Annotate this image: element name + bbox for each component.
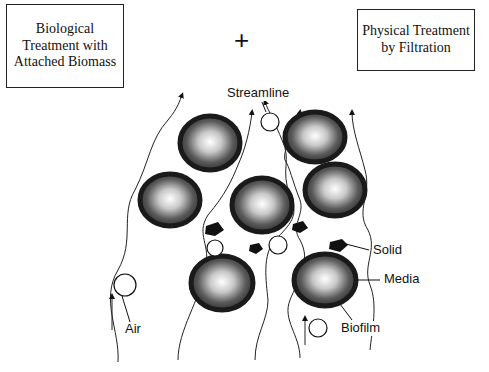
treatment-box: Physical Treatment by Filtration: [357, 9, 475, 71]
media-label: Media: [383, 272, 420, 287]
solid-particles: [205, 221, 348, 254]
air-label: Air: [124, 322, 142, 337]
treatment-box: Biological Treatment with Attached Bioma…: [6, 4, 124, 88]
streamline-label: Streamline: [226, 86, 290, 101]
biofilm-label: Biofilm: [340, 321, 381, 336]
plus-sign: +: [233, 26, 250, 56]
box-text: Biological Treatment with Attached Bioma…: [7, 21, 123, 71]
media-with-biofilm: [140, 112, 365, 310]
leader-lines: [122, 102, 380, 322]
solid-label: Solid: [372, 243, 403, 258]
air-bubbles: [114, 113, 327, 337]
streamlines: [110, 95, 374, 362]
box-text: Physical Treatment by Filtration: [358, 23, 474, 57]
